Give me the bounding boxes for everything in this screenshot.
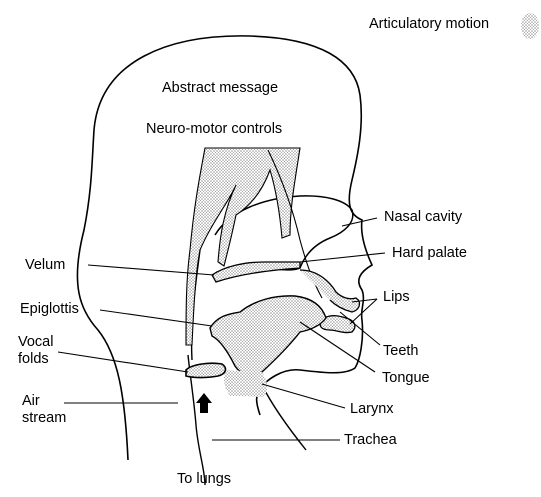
to-lungs-label: To lungs	[177, 471, 231, 488]
nasal-cavity-label: Nasal cavity	[384, 209, 462, 226]
larynx-shading	[224, 370, 267, 397]
vocal-folds-leader	[58, 352, 188, 372]
air-stream-label: Air stream	[22, 393, 66, 427]
epiglottis-leader	[100, 310, 212, 326]
vocal-folds-label: Vocal folds	[18, 334, 53, 368]
hard-palate-label: Hard palate	[392, 245, 467, 262]
epiglottis-label: Epiglottis	[20, 301, 79, 318]
tongue-label: Tongue	[382, 370, 430, 387]
velum-label: Velum	[25, 257, 65, 274]
tongue	[210, 296, 326, 375]
trachea-label: Trachea	[344, 432, 397, 449]
vocal-folds	[186, 363, 225, 377]
abstract-message-label: Abstract message	[162, 80, 278, 97]
teeth-label: Teeth	[383, 343, 418, 360]
motion-legend-swatch	[521, 13, 539, 39]
lips-label: Lips	[383, 289, 410, 306]
articulatory-motion-label: Articulatory motion	[369, 16, 489, 33]
larynx-leader	[262, 384, 345, 408]
velum	[212, 262, 300, 282]
neuro-motor-controls-label: Neuro-motor controls	[146, 121, 282, 138]
hard-palate-leader	[300, 253, 385, 262]
larynx-label: Larynx	[350, 401, 394, 418]
air-stream-arrow-icon	[196, 393, 212, 413]
